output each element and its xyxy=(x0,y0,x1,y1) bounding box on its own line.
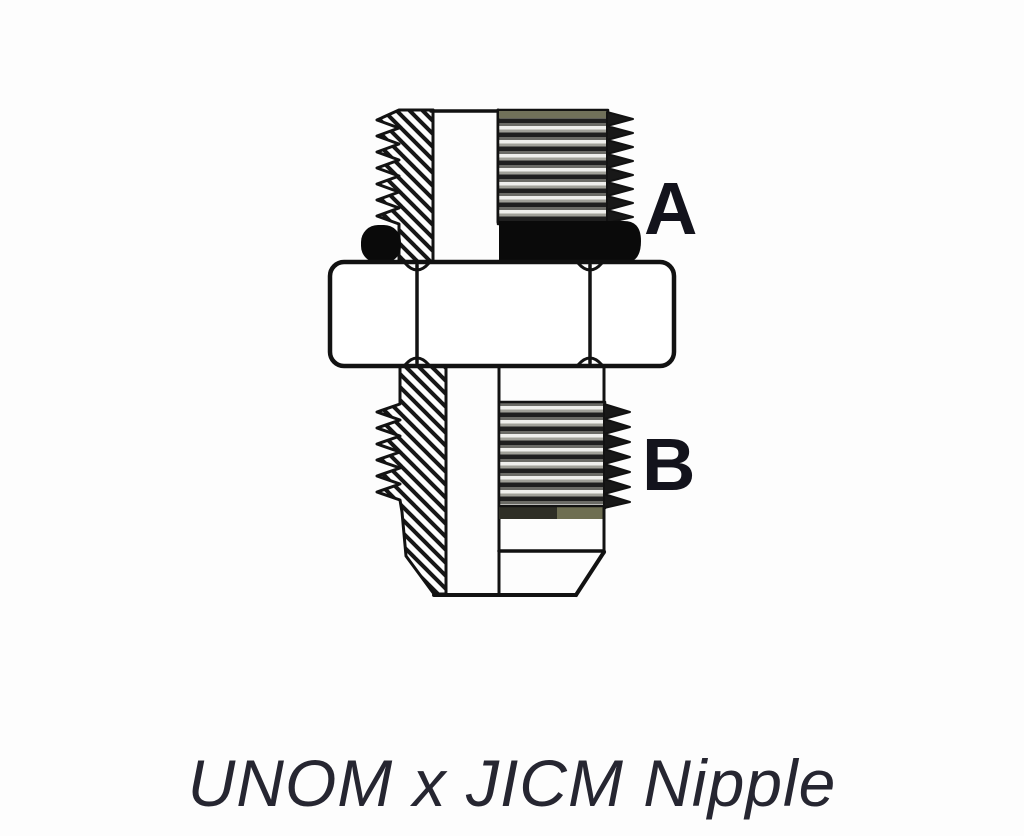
lower-thread-hatch xyxy=(375,364,448,596)
lower-thread-serrations xyxy=(603,403,631,509)
thread-runout-band-olive xyxy=(557,506,605,519)
o-ring-seal xyxy=(361,221,641,263)
hex-chamfer-notch-top-right xyxy=(576,261,604,272)
upper-thread-runout-tint xyxy=(499,111,607,118)
lower-thread-section xyxy=(375,364,631,597)
upper-thread-serrations xyxy=(606,111,634,224)
port-label-b: B xyxy=(642,423,696,506)
figure-caption: UNOM x JICM Nipple xyxy=(187,746,837,820)
flare-tip xyxy=(432,506,606,597)
thread-runout-band-dark xyxy=(499,506,557,519)
hex-chamfer-notch-bottom-right xyxy=(576,356,604,367)
hex-chamfer-notch-top-left xyxy=(403,261,431,272)
hex-nut xyxy=(327,259,677,369)
lower-thread-shading xyxy=(497,400,607,510)
o-ring-cross-section xyxy=(361,225,401,263)
o-ring-band xyxy=(499,221,641,263)
flare-chamfer xyxy=(574,550,606,597)
port-label-a: A xyxy=(644,167,698,250)
upper-thread-hatch xyxy=(375,108,435,265)
hex-chamfer-notch-bottom-left xyxy=(403,356,431,367)
hex-nut-body xyxy=(327,259,677,369)
upper-thread-shading xyxy=(496,108,610,226)
upper-thread-section xyxy=(375,108,634,265)
